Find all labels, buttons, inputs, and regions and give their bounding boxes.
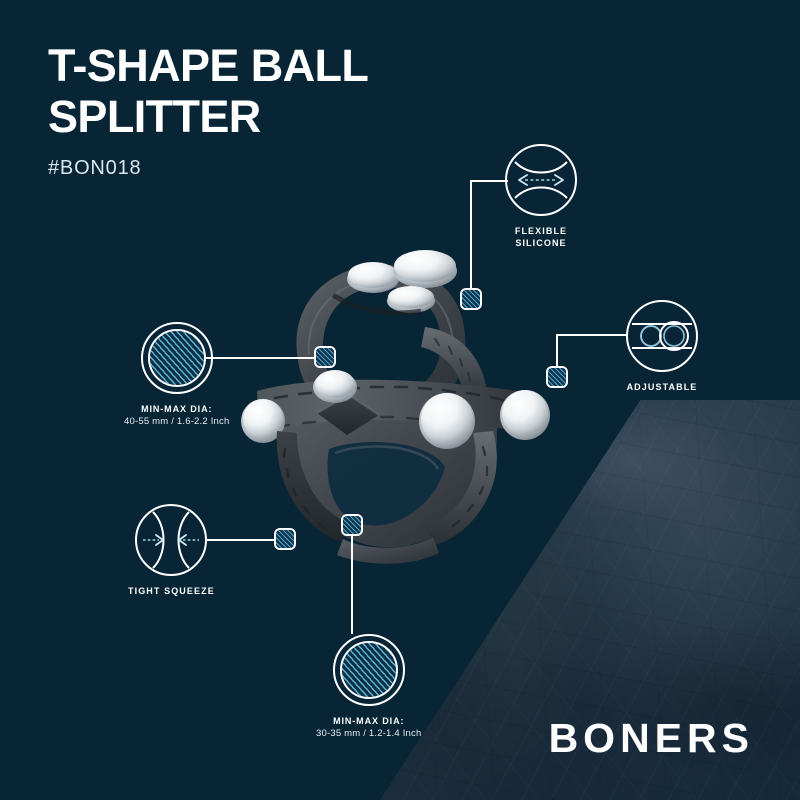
stitching-left: [282, 447, 326, 530]
diameter-hatched-circle-icon: [140, 322, 213, 394]
hotspot-marker-flexible-silicone[interactable]: [460, 288, 482, 310]
connector-line-dia-lower: [351, 536, 353, 634]
callout-label: ADJUSTABLE: [626, 382, 698, 392]
callout-tight-squeeze[interactable]: TIGHT SQUEEZE: [128, 504, 215, 597]
product-bottom-join: [337, 537, 439, 564]
hotspot-marker-adjustable[interactable]: [546, 366, 568, 388]
connector-line-squeeze: [206, 539, 276, 541]
stitching-right: [451, 445, 489, 528]
hotspot-marker-dia-upper[interactable]: [314, 346, 336, 368]
callout-adjustable[interactable]: ADJUSTABLE: [626, 300, 698, 393]
product-title-line-1: T-SHAPE BALL: [48, 40, 369, 91]
product-left-strap: [276, 431, 349, 542]
callout-sublabel: 40-55 mm / 1.6-2.2 Inch: [124, 416, 230, 428]
callout-sublabel: 30-35 mm / 1.2-1.4 Inch: [316, 728, 422, 740]
diameter-hatched-circle-icon: [332, 634, 405, 706]
product-illustration: [241, 250, 550, 564]
connector-line-adj-h: [556, 334, 628, 336]
body-cutout: [327, 442, 445, 526]
two-rings-band-icon: [626, 300, 698, 372]
product-title-line-2: SPLITTER: [48, 91, 261, 143]
callout-min-max-dia-lower[interactable]: MIN-MAX DIA: 30-35 mm / 1.2-1.4 Inch: [316, 634, 421, 739]
product-right-strap: [425, 431, 497, 545]
product-sku: #BON018: [48, 156, 142, 179]
stitching-main-strap: [273, 385, 505, 402]
hotspot-marker-dia-lower[interactable]: [341, 514, 363, 536]
product-side-band: [421, 327, 487, 401]
page-title: T-SHAPE BALL SPLITTER #BON018: [48, 40, 369, 180]
connector-line-flex-v: [470, 180, 472, 292]
stretch-arrows-icon: [505, 144, 577, 216]
connector-line-dia-upper: [204, 357, 316, 359]
brand-logo: BONERS: [548, 715, 754, 761]
hotspot-marker-tight-squeeze[interactable]: [274, 528, 296, 550]
loop-shadow: [331, 292, 422, 316]
connector-line-adj-v: [556, 334, 558, 370]
callout-min-max-dia-upper[interactable]: MIN-MAX DIA: 40-55 mm / 1.6-2.2 Inch: [124, 322, 229, 427]
squeeze-arrows-icon: [135, 504, 208, 576]
callout-label: FLEXIBLE SILICONE: [514, 226, 568, 249]
callout-flexible-silicone[interactable]: FLEXIBLE SILICONE: [505, 144, 577, 249]
callout-label: MIN-MAX DIA:: [141, 404, 213, 414]
callout-label: MIN-MAX DIA:: [333, 716, 405, 726]
connector-line-flex-h: [470, 180, 508, 182]
callout-label: TIGHT SQUEEZE: [128, 586, 215, 596]
product-image: [225, 235, 585, 575]
